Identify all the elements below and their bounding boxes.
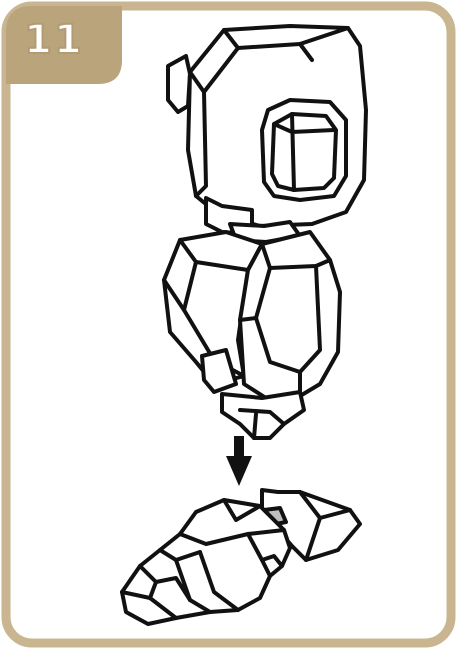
- step-tab: [6, 6, 122, 84]
- down-arrow-icon: [226, 436, 252, 486]
- robot-legs-icon: [120, 488, 362, 626]
- robot-upper-body-icon: [162, 24, 368, 440]
- step-number: 11: [23, 16, 84, 64]
